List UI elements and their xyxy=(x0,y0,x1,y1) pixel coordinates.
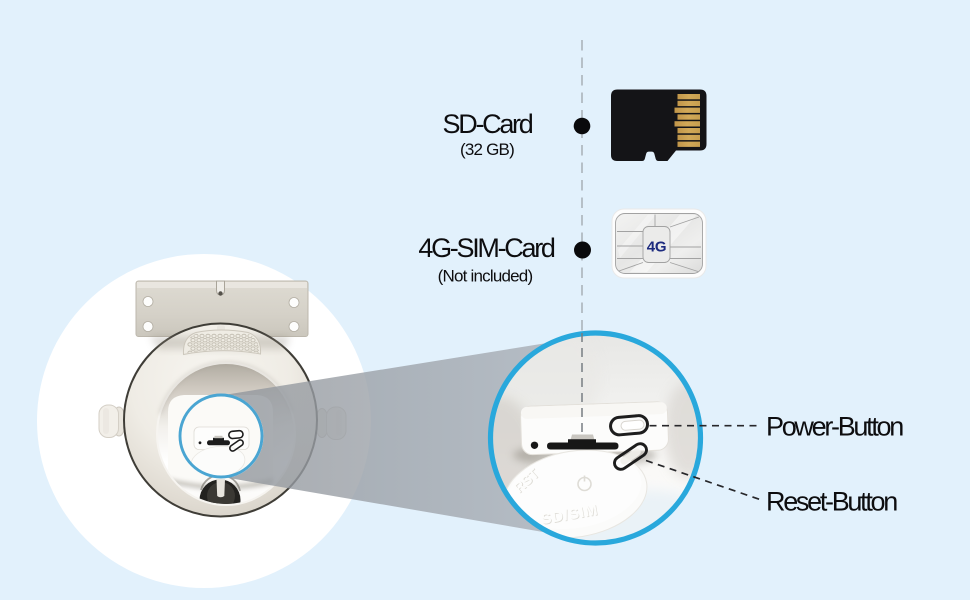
svg-text:4G-SIM-Card: 4G-SIM-Card xyxy=(418,233,555,263)
svg-text:(32 GB): (32 GB) xyxy=(460,140,514,159)
svg-text:(Not included): (Not included) xyxy=(438,267,533,286)
svg-text:Reset-Button: Reset-Button xyxy=(766,487,897,517)
svg-text:Power-Button: Power-Button xyxy=(766,412,903,442)
svg-text:SD-Card: SD-Card xyxy=(443,109,533,139)
svg-text:4G: 4G xyxy=(647,239,666,256)
